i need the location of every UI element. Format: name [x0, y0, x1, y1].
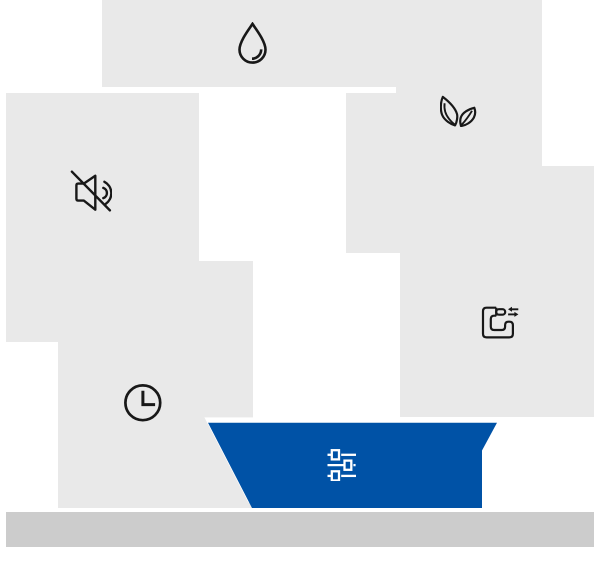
base-bar — [6, 512, 594, 547]
funnel-shape — [208, 422, 497, 508]
clock-icon — [124, 384, 162, 422]
tile-device[interactable] — [400, 166, 594, 417]
device-swap-icon — [481, 306, 519, 339]
tile-time[interactable] — [58, 261, 253, 508]
leaves-icon — [440, 95, 477, 127]
speaker-mute-icon — [70, 170, 112, 212]
sliders-icon — [327, 449, 356, 481]
water-drop-icon — [238, 22, 267, 64]
